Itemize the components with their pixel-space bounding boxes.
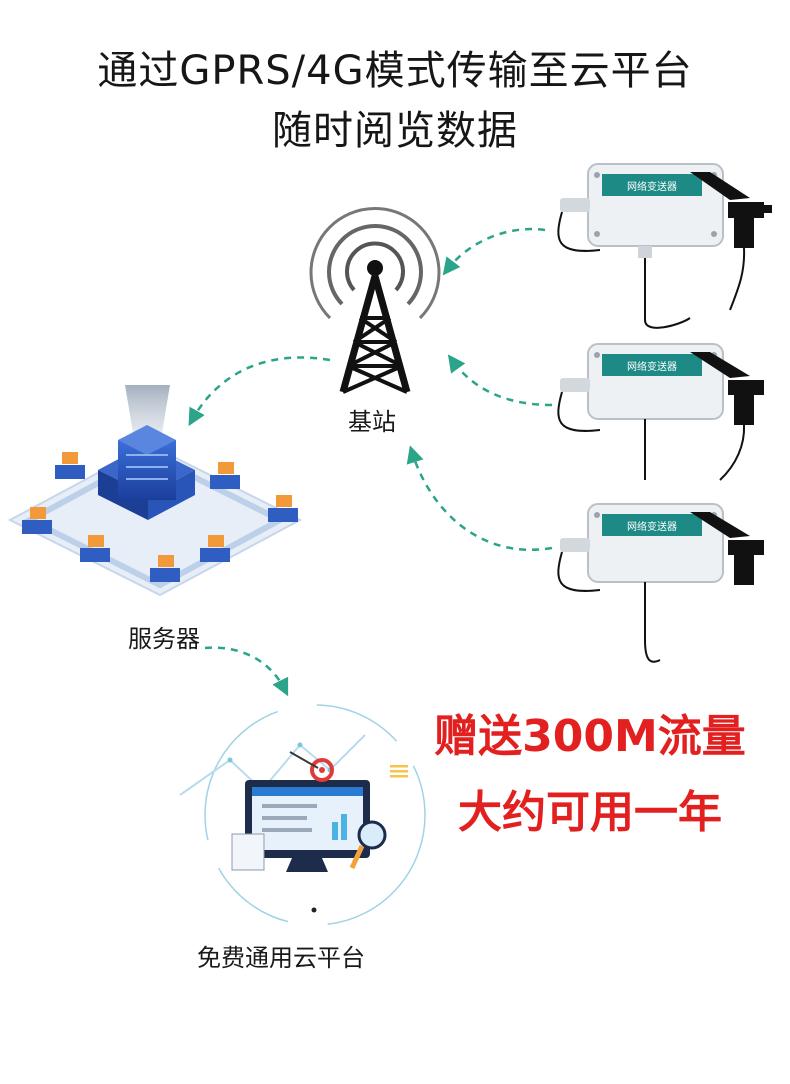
device-label: 网络变送器 xyxy=(627,360,677,373)
arrow-device3-to-station xyxy=(406,445,553,551)
arrow-station-to-server xyxy=(188,356,331,427)
base-station-label: 基站 xyxy=(348,408,396,436)
arrow-device1-to-station xyxy=(442,227,546,276)
server-label: 服务器 xyxy=(128,625,200,653)
cloud-platform-icon xyxy=(179,704,426,926)
title-line-2: 随时阅览数据 xyxy=(272,108,518,154)
device-label: 网络变送器 xyxy=(627,180,677,193)
tower-icon xyxy=(309,206,441,394)
transmitter-device-2: 网络变送器 xyxy=(557,343,764,481)
transmitter-device-1: 网络变送器 xyxy=(557,163,772,329)
transmitter-device-3: 网络变送器 xyxy=(557,503,764,663)
arrow-device2-to-station xyxy=(447,354,553,407)
cloud-platform-label: 免费通用云平台 xyxy=(197,944,365,972)
promo-line-1: 赠送300M流量 xyxy=(434,711,746,762)
device-label: 网络变送器 xyxy=(627,520,677,533)
arrow-server-to-cloud xyxy=(204,646,289,697)
title-line-1: 通过GPRS/4G模式传输至云平台 xyxy=(97,48,693,94)
promo-line-2: 大约可用一年 xyxy=(458,787,722,838)
server-icon xyxy=(7,385,303,597)
